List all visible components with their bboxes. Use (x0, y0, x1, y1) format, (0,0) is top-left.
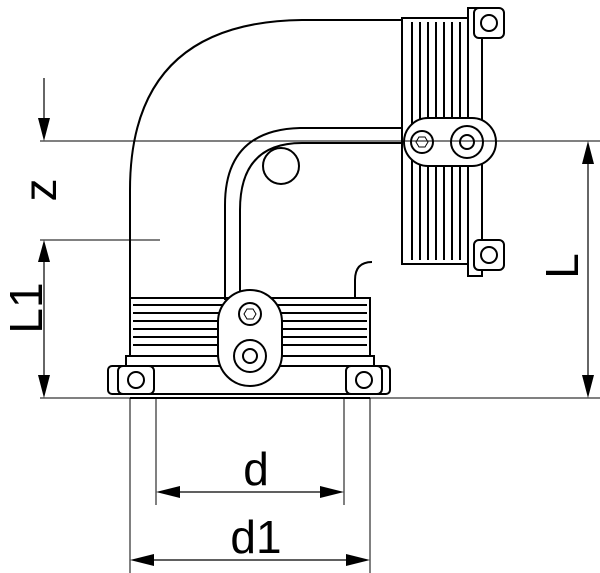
elbow-body (129, 19, 402, 300)
right-socket (401, 7, 505, 277)
indicator-pin-icon (410, 130, 434, 154)
dimension-label-d1: d1 (230, 511, 281, 563)
right-socket-ribs (411, 22, 461, 260)
terminal-pin-icon (450, 125, 484, 159)
clamp-lug-right (345, 365, 383, 395)
dimension-d1: d1 (130, 511, 370, 566)
bolt-icon (127, 371, 145, 389)
clamp-lug-bottom (473, 239, 505, 271)
bolt-icon (480, 246, 498, 264)
clamp-lug-top (473, 7, 505, 39)
dimension-z: z (14, 78, 66, 300)
bolt-icon (480, 14, 498, 32)
dimension-d: d (156, 443, 344, 498)
dimension-label-d: d (243, 443, 269, 495)
dimension-label-L: L (536, 253, 588, 279)
bottom-terminal (217, 289, 283, 387)
right-terminal (403, 117, 497, 167)
clamp-lug-left (117, 365, 155, 395)
terminal-pin-icon (233, 339, 267, 373)
dimension-L1: L1 (0, 282, 52, 398)
dimension-label-L1: L1 (0, 282, 52, 333)
dimension-L: L (536, 141, 594, 398)
bolt-icon (355, 371, 373, 389)
dimension-label-z: z (14, 179, 66, 202)
reference-lines (40, 140, 600, 573)
indicator-pin-icon (238, 302, 262, 326)
